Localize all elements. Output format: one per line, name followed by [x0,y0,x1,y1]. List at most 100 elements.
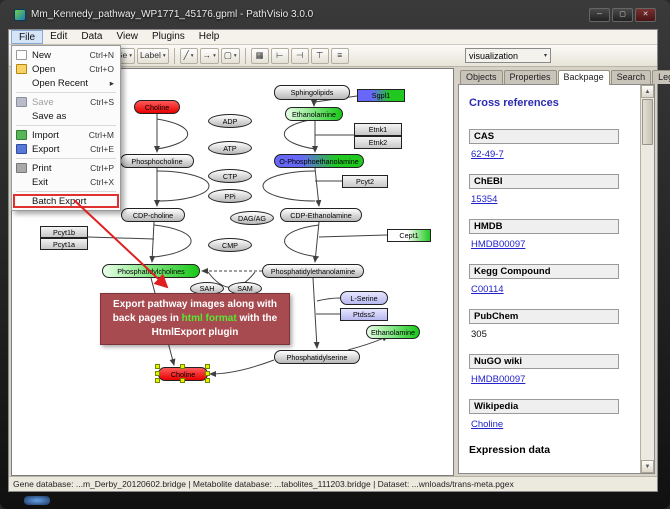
xref-link[interactable]: HMDB00097 [471,239,526,250]
xref-link[interactable]: 15354 [471,194,498,205]
xref-link[interactable]: 62-49-7 [471,149,504,160]
selection-handle[interactable] [155,378,160,383]
align-grid-icon: ▦ [255,50,264,61]
tab-objects[interactable]: Objects [460,70,503,84]
node-dag[interactable]: DAG/AG [230,211,274,225]
tab-legend[interactable]: Legend [652,70,670,84]
taskbar-glow [24,496,50,505]
node-ppi[interactable]: PPi [208,189,252,203]
node-pcyt1a[interactable]: Pcyt1a [40,238,88,250]
selection-handle[interactable] [180,378,185,383]
file-menu-item-batch-export[interactable]: Batch Export [13,194,119,208]
toolbar-shape-tool-button[interactable]: ▢▾ [220,47,240,64]
selection-handle[interactable] [205,378,210,383]
node-l-serine[interactable]: L-Serine [340,291,388,305]
node-ptdss2[interactable]: Ptdss2 [340,308,388,321]
window-title: Mm_Kennedy_pathway_WP1771_45176.gpml - P… [31,9,314,20]
node-phosphatidylethanolamine[interactable]: Phosphatidylethanolamine [262,264,364,278]
tab-search[interactable]: Search [610,70,652,84]
file-menu-item-save-as[interactable]: Save as [13,109,119,123]
toolbar-align-grid-button[interactable]: ▦ [250,47,269,64]
menu-bar: File Edit Data View Plugins Help [9,30,657,45]
node-etnk2[interactable]: Etnk2 [354,136,402,149]
minimize-button[interactable]: ─ [589,7,610,22]
node-sgpl1[interactable]: Sgpl1 [357,89,405,102]
sidebar-scrollbar[interactable]: ▲ ▼ [640,85,654,473]
blank-icon [16,177,27,187]
selection-handle[interactable] [155,364,160,369]
node-cmp[interactable]: CMP [208,238,252,252]
node-phosphocholine[interactable]: Phosphocholine [120,154,194,168]
annotation-text: Export pathway images along with back pa… [112,299,277,324]
node-sphingolipids[interactable]: Sphingolipids [274,85,350,100]
shape-tool-icon: ▢ [223,50,232,61]
menu-view[interactable]: View [116,31,138,42]
node-cdp-choline[interactable]: CDP-choline [121,208,185,222]
scroll-up-icon[interactable]: ▲ [641,85,654,98]
node-o-phosphoethanolamine[interactable]: O-Phosphoethanolamine [274,154,364,168]
toolbar-align-right-button[interactable]: ⊣ [290,47,309,64]
toolbar-arrow-tool-button[interactable]: →▾ [199,47,219,64]
blank-icon [16,111,27,121]
scrollbar-thumb[interactable] [642,99,653,145]
file-menu-item-open-recent[interactable]: Open Recent▸ [13,76,119,90]
toolbar-line-tool-button[interactable]: ╱▾ [179,47,198,64]
chevron-down-icon: ▾ [190,52,194,59]
datanode-icon: Ge [115,50,128,61]
node-ethanolamine-2[interactable]: Ethanolamine [366,325,420,339]
node-phosphatidylserine[interactable]: Phosphatidylserine [274,350,360,364]
menu-help[interactable]: Help [198,31,220,42]
xref-link[interactable]: C00114 [471,284,504,295]
node-cdp-ethanolamine[interactable]: CDP-Ethanolamine [280,208,362,222]
close-button[interactable]: ✕ [635,7,656,22]
tab-properties[interactable]: Properties [503,70,557,84]
toolbar-distribute-button[interactable]: ≡ [330,47,349,64]
node-phosphatidylcholines[interactable]: Phosphatidylcholines [102,264,200,278]
menu-file[interactable]: File [11,30,44,44]
node-ctp[interactable]: CTP [208,169,252,183]
maximize-button[interactable]: ▢ [612,7,633,22]
export-icon [16,144,27,154]
node-choline-top[interactable]: Choline [134,100,180,114]
xref-link[interactable]: Choline [471,419,504,430]
scroll-down-icon[interactable]: ▼ [641,460,654,473]
node-adp[interactable]: ADP [208,114,252,128]
node-sah[interactable]: SAH [190,282,224,295]
tab-backpage[interactable]: Backpage [557,70,610,85]
menu-separator [16,125,116,126]
import-icon [16,130,27,140]
node-etnk1[interactable]: Etnk1 [354,123,402,136]
xref-link[interactable]: HMDB00097 [471,374,526,385]
node-atp[interactable]: ATP [208,141,252,155]
menu-edit[interactable]: Edit [50,31,68,42]
node-cept1[interactable]: Cept1 [387,229,431,242]
menu-data[interactable]: Data [81,31,103,42]
xref-header: NuGO wiki [469,354,619,369]
node-ethanolamine-top[interactable]: Ethanolamine [285,107,343,121]
arrow-tool-icon: → [202,50,212,61]
menu-plugins[interactable]: Plugins [151,31,185,42]
toolbar-align-top-button[interactable]: ⊤ [310,47,329,64]
selection-handle[interactable] [205,364,210,369]
toolbar-label-button[interactable]: Label▾ [137,47,169,64]
splitter[interactable] [454,68,458,476]
node-pcyt1b[interactable]: Pcyt1b [40,226,88,238]
selection-handle[interactable] [205,371,210,376]
selection-handle[interactable] [180,364,185,369]
annotation-callout: Export pathway images along with back pa… [100,293,290,345]
toolbar-align-left-button[interactable]: ⊢ [270,47,289,64]
chevron-down-icon: ▾ [129,52,133,59]
visualization-combobox[interactable]: visualization ▾ [465,48,551,63]
node-pcyt2[interactable]: Pcyt2 [342,175,388,188]
selection-handle[interactable] [155,371,160,376]
